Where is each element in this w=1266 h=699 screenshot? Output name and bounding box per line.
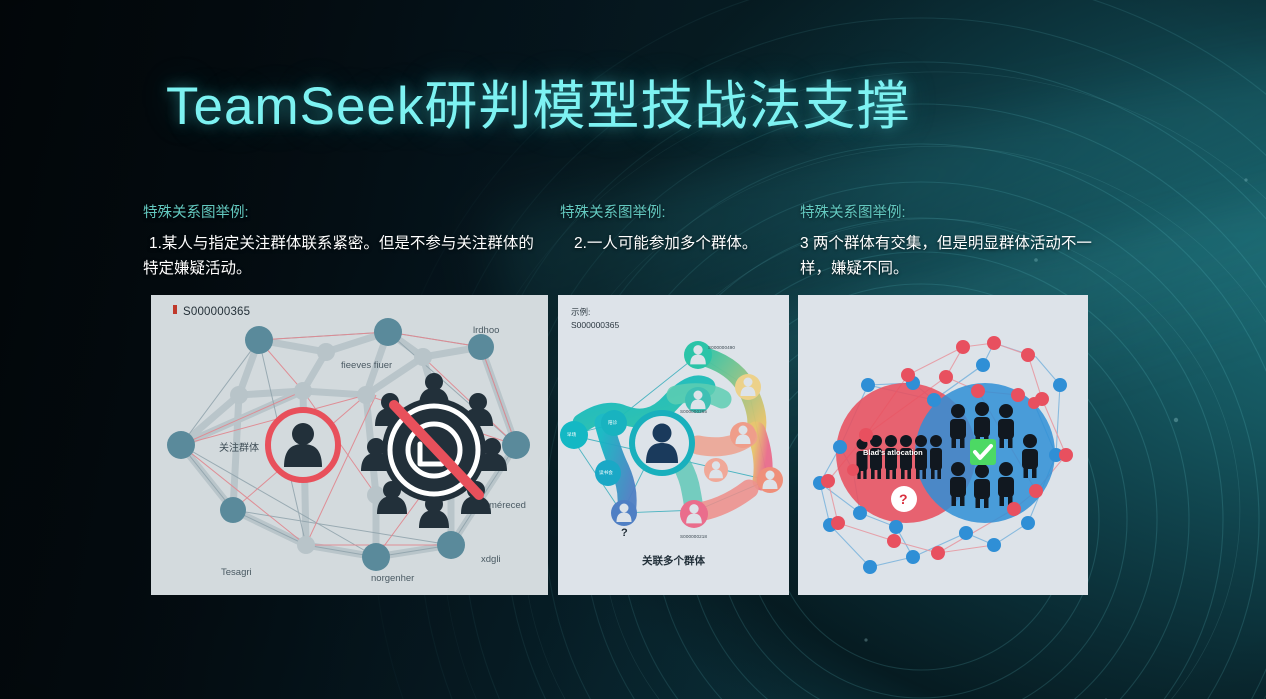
text-column-2: 特殊关系图举例: 2.一人可能参加多个群体。 <box>560 203 790 256</box>
node-label-norgenher: norgenher <box>371 573 415 584</box>
column-3-body: 3 两个群体有交集，但是明显群体活动不一样，嫌疑不同。 <box>800 234 1092 277</box>
diagram-panel-2[interactable]: 示例: S000000365 S000000490 S000000365 S00… <box>558 295 789 595</box>
panel-3-unknown-marker: ? <box>899 491 908 507</box>
node-label-center-id: S000000365 <box>680 409 708 414</box>
panel-1-id-marker <box>173 305 177 314</box>
column-1-heading: 特殊关系图举例: <box>143 205 249 221</box>
column-1-body: 1.某人与指定关注群体联系紧密。但是不参与关注群体的特定嫌疑活动。 <box>143 234 534 277</box>
red-group-label: Blad's atlocation <box>863 448 923 457</box>
text-column-3: 特殊关系图举例: 3 两个群体有交集，但是明显群体活动不一样，嫌疑不同。 <box>800 203 1092 281</box>
panel-2-caption: 关联多个群体 <box>642 555 705 567</box>
panel-2-example-label: 示例: S000000365 <box>571 306 619 332</box>
group-label-3: 读书会 <box>599 470 613 475</box>
panel-2-example-title: 示例: <box>571 307 591 317</box>
page-title: TeamSeek研判模型技战法支撑 <box>166 77 911 136</box>
column-2-heading: 特殊关系图举例: <box>560 205 666 221</box>
group-label-1: 早场 <box>567 432 577 437</box>
group-label-2: 陪诊 <box>608 420 618 425</box>
node-label-lrdhoo: lrdhoo <box>473 325 500 336</box>
text-column-1: 特殊关系图举例: 1.某人与指定关注群体联系紧密。但是不参与关注群体的特定嫌疑活… <box>143 203 543 281</box>
diagram-panel-3[interactable]: Blad's atlocation ? <box>798 295 1088 595</box>
panel-1-id-label: S000000365 <box>173 305 250 318</box>
panel-2-example-id: S000000365 <box>571 320 620 331</box>
node-label-tesagri: Tesagri <box>221 567 252 578</box>
panel-1-id-text: S000000365 <box>183 306 251 318</box>
node-label-s000000218: S000000218 <box>680 534 708 539</box>
column-3-heading: 特殊关系图举例: <box>800 205 906 221</box>
diagram-panel-1[interactable]: S000000365 fieeves fiuer lrdhoo méreced … <box>151 295 548 595</box>
node-label-xdgli: xdgli <box>481 554 501 565</box>
column-2-body: 2.一人可能参加多个群体。 <box>574 234 758 252</box>
unknown-marker: ? <box>621 527 628 539</box>
focus-group-label: 关注群体 <box>219 443 259 454</box>
node-label-fieeves-fiuer: fieeves fiuer <box>341 360 393 371</box>
node-label-s000000490: S000000490 <box>708 345 736 350</box>
node-label-mereced: méreced <box>489 500 526 511</box>
